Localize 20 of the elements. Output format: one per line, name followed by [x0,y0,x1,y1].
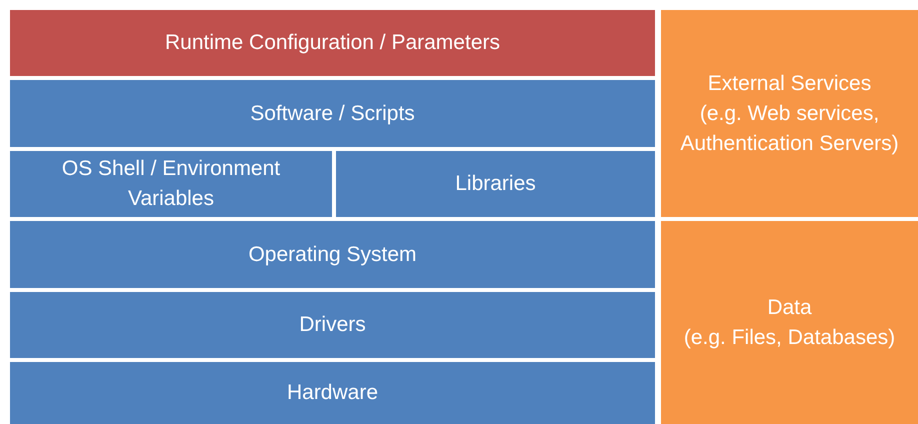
layer-title: Hardware [286,380,378,406]
layer-box [10,151,332,217]
layer-box [336,151,655,217]
layer-description: (e.g. Web services, Authentication Servers) [679,100,900,156]
layer-title: Software / Scripts [250,100,415,126]
side-panel [661,221,918,424]
layer-title: Runtime Configuration / Parameters [165,30,500,56]
side-panel [661,10,918,217]
layer-box [10,362,655,424]
layer-box [10,10,655,76]
layer-title: OS Shell / Environment Variables [60,156,282,212]
layer-title: Drivers [299,312,366,338]
layer-box [10,292,655,358]
layer-title: Operating System [248,242,417,268]
layer-box [10,221,655,288]
layer-title: Data [767,294,812,320]
layer-description: (e.g. Files, Databases) [684,324,896,350]
layer-title: Libraries [455,171,536,197]
layer-box [10,80,655,147]
layer-title: External Services [708,70,872,96]
